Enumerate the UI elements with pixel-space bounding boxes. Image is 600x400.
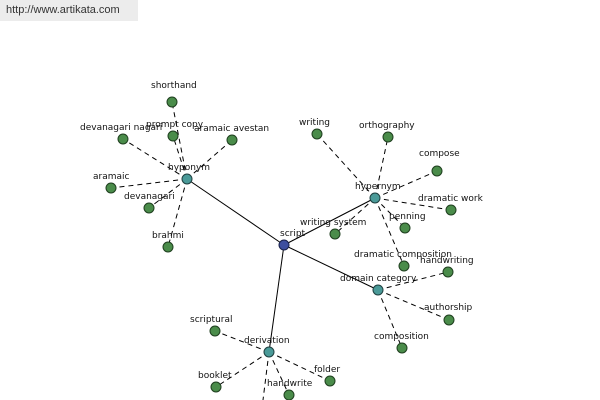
label-aramaic[interactable]: aramaic [93,172,130,182]
edge-derivation-booklet [215,351,270,388]
label-folder[interactable]: folder [314,365,340,375]
label-devanagari-nagari[interactable]: devanagari nagari [80,123,162,133]
label-aramaic-avestan[interactable]: aramaic avestan [194,124,269,134]
edge-domain-category-composition [377,289,403,349]
node-derivation[interactable] [263,346,275,358]
label-hypernym[interactable]: hypernym [355,182,401,192]
node-handwriting[interactable] [442,266,454,278]
label-brahmi[interactable]: brahmi [152,231,184,241]
edge-hyponym-aramaic [110,178,188,189]
node-aramaic-avestan[interactable] [226,134,238,146]
node-handwrite[interactable] [283,389,295,400]
label-scriptural[interactable]: scriptural [190,315,233,325]
edge-hyponym-devanagari [148,178,188,209]
node-dramatic-work[interactable] [445,204,457,216]
edge-hypernym-compose [374,170,438,199]
node-writing-system[interactable] [329,228,341,240]
node-script[interactable] [278,239,290,251]
edge-hypernym-orthography [374,136,389,199]
node-brahmi[interactable] [162,241,174,253]
node-devanagari[interactable] [143,202,155,214]
node-domain-category[interactable] [372,284,384,296]
label-penning[interactable]: penning [389,212,426,222]
label-writing[interactable]: writing [299,118,330,128]
label-shorthand[interactable]: shorthand [151,81,197,91]
label-authorship[interactable]: authorship [424,303,473,313]
url-banner[interactable]: http://www.artikata.com [0,0,138,21]
edge-script-hyponym [186,178,285,246]
node-orthography[interactable] [382,131,394,143]
edge-derivation-offscreen-leaf [262,351,270,400]
edge-derivation-handwrite [268,351,290,396]
edge-hyponym-devanagari-nagari [122,138,188,180]
node-compose[interactable] [431,165,443,177]
edge-derivation-scriptural [214,330,270,353]
node-hyponym[interactable] [181,173,193,185]
node-dramatic-composition[interactable] [398,260,410,272]
edge-hyponym-prompt-copy [172,135,188,180]
label-prompt-copy[interactable]: prompt copy [146,120,204,130]
label-dramatic-work[interactable]: dramatic work [418,194,484,204]
node-devanagari-nagari[interactable] [117,133,129,145]
label-handwrite[interactable]: handwrite [267,379,313,389]
label-booklet[interactable]: booklet [198,371,232,381]
label-orthography[interactable]: orthography [359,121,415,131]
graph-nodes [105,96,457,400]
label-compose[interactable]: compose [419,149,460,159]
edge-script-derivation [268,244,285,353]
node-hypernym[interactable] [369,192,381,204]
edge-hyponym-aramaic-avestan [186,139,233,180]
node-composition[interactable] [396,342,408,354]
node-aramaic[interactable] [105,182,117,194]
node-prompt-copy[interactable] [167,130,179,142]
edge-hypernym-dramatic-composition [374,197,405,267]
node-booklet[interactable] [210,381,222,393]
edge-hypernym-dramatic-work [374,197,452,211]
graph-edges [110,101,452,400]
label-script[interactable]: script [280,229,306,239]
edge-domain-category-authorship [377,289,450,321]
node-writing[interactable] [311,128,323,140]
label-writing-system[interactable]: writing system [300,218,366,228]
edge-script-domain-category [283,244,379,291]
label-dramatic-composition[interactable]: dramatic composition [354,250,452,260]
label-domain-category[interactable]: domain category [340,274,417,284]
edge-script-hypernym [283,197,376,246]
node-penning[interactable] [399,222,411,234]
label-hyponym[interactable]: hyponym [168,163,210,173]
edge-hyponym-shorthand [171,101,188,180]
label-composition[interactable]: composition [374,332,429,342]
edge-hyponym-brahmi [167,178,188,248]
node-scriptural[interactable] [209,325,221,337]
label-derivation[interactable]: derivation [244,336,290,346]
edge-hypernym-penning [374,197,406,229]
node-authorship[interactable] [443,314,455,326]
label-handwriting[interactable]: handwriting [420,256,474,266]
node-folder[interactable] [324,375,336,387]
label-devanagari[interactable]: devanagari [124,192,175,202]
edge-derivation-folder [268,351,331,382]
edge-domain-category-handwriting [377,271,449,291]
node-shorthand[interactable] [166,96,178,108]
